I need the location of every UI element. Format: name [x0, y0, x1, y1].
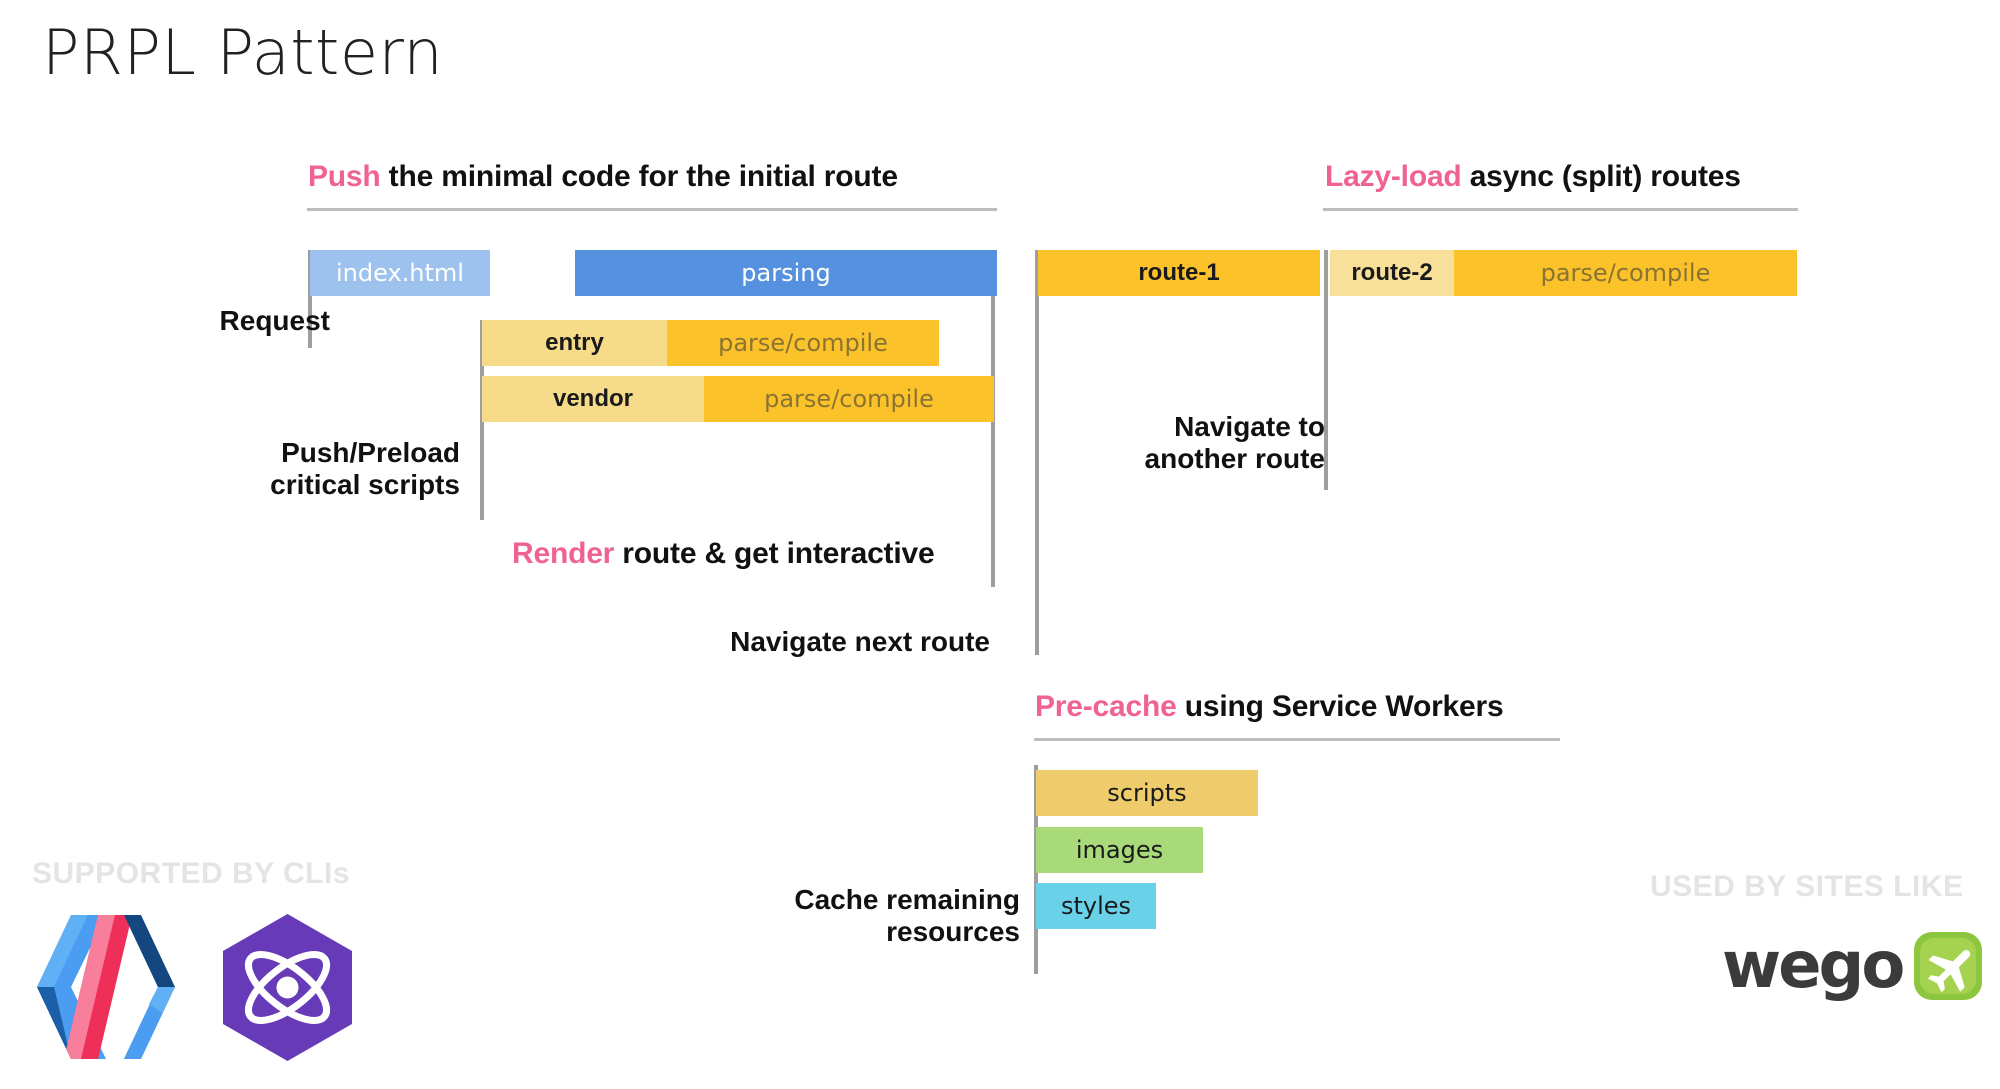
bar-segment-route-2-parse-compile: parse/compile: [1454, 250, 1797, 296]
wego-logo-text: wego: [1722, 929, 1905, 1003]
bar-entry[interactable]: entry parse/compile: [482, 320, 939, 366]
bar-segment-parsing: parsing: [575, 250, 997, 296]
row-label-cache-remaining: Cache remaining resources: [794, 884, 1020, 948]
row-label-navigate-next: Navigate next route: [730, 626, 990, 657]
bar-images[interactable]: images: [1036, 827, 1203, 873]
bar-styles[interactable]: styles: [1036, 883, 1156, 929]
connector-line-navigate-next: [1035, 250, 1039, 655]
bar-route-2[interactable]: route-2 parse/compile: [1330, 250, 1797, 296]
section-heading-push-accent: Push: [308, 160, 381, 193]
bar-vendor[interactable]: vendor parse/compile: [482, 376, 994, 422]
bar-segment-entry: entry: [482, 320, 667, 366]
section-heading-render-accent: Render: [512, 537, 615, 570]
bar-segment-index-html: index.html: [310, 250, 490, 296]
section-heading-lazy-accent: Lazy-load: [1325, 160, 1462, 193]
preact-logo: [210, 910, 365, 1070]
bar-parsing[interactable]: parsing: [575, 250, 997, 296]
section-heading-precache: Pre-cache using Service Workers: [1035, 690, 1504, 724]
bar-segment-route-2: route-2: [1330, 250, 1454, 296]
watermark-used-by: USED BY SITES LIKE: [1650, 870, 1964, 903]
page-title: PRPL Pattern: [42, 16, 444, 89]
bar-segment-styles: styles: [1036, 883, 1156, 929]
bar-segment-vendor: vendor: [482, 376, 704, 422]
polymer-logo-icon: [37, 915, 175, 1059]
section-heading-render: Render route & get interactive: [512, 537, 935, 571]
section-heading-render-rest: route & get interactive: [614, 537, 935, 570]
section-rule-lazy: [1323, 208, 1798, 211]
section-rule-push: [307, 208, 997, 211]
row-label-request: Request: [219, 305, 330, 336]
bar-scripts[interactable]: scripts: [1036, 770, 1258, 816]
row-label-navigate-another: Navigate to another route: [1144, 411, 1325, 475]
bar-route-1[interactable]: route-1: [1038, 250, 1320, 296]
bar-segment-route-1: route-1: [1038, 250, 1320, 296]
section-rule-precache: [1034, 738, 1560, 741]
connector-line-navigate-another: [1324, 250, 1328, 490]
section-heading-lazy: Lazy-load async (split) routes: [1325, 160, 1741, 194]
preact-logo-icon: [223, 914, 352, 1061]
wego-plane-icon: [1914, 932, 1983, 1000]
bar-segment-scripts: scripts: [1036, 770, 1258, 816]
section-heading-precache-accent: Pre-cache: [1035, 690, 1177, 723]
polymer-logo: [36, 912, 176, 1067]
bar-segment-vendor-parse-compile: parse/compile: [704, 376, 994, 422]
section-heading-push-rest: the minimal code for the initial route: [380, 160, 898, 193]
connector-line-request: [308, 250, 312, 348]
wego-logo: wego: [1722, 930, 1984, 1002]
bar-segment-entry-parse-compile: parse/compile: [667, 320, 939, 366]
bar-segment-images: images: [1036, 827, 1203, 873]
watermark-supported-by: SUPPORTED BY CLIs: [32, 857, 351, 890]
row-label-push-preload: Push/Preload critical scripts: [270, 437, 460, 501]
section-heading-precache-rest: using Service Workers: [1176, 690, 1504, 723]
bar-index-html[interactable]: index.html: [310, 250, 490, 296]
section-heading-push: Push the minimal code for the initial ro…: [308, 160, 898, 194]
section-heading-lazy-rest: async (split) routes: [1461, 160, 1741, 193]
